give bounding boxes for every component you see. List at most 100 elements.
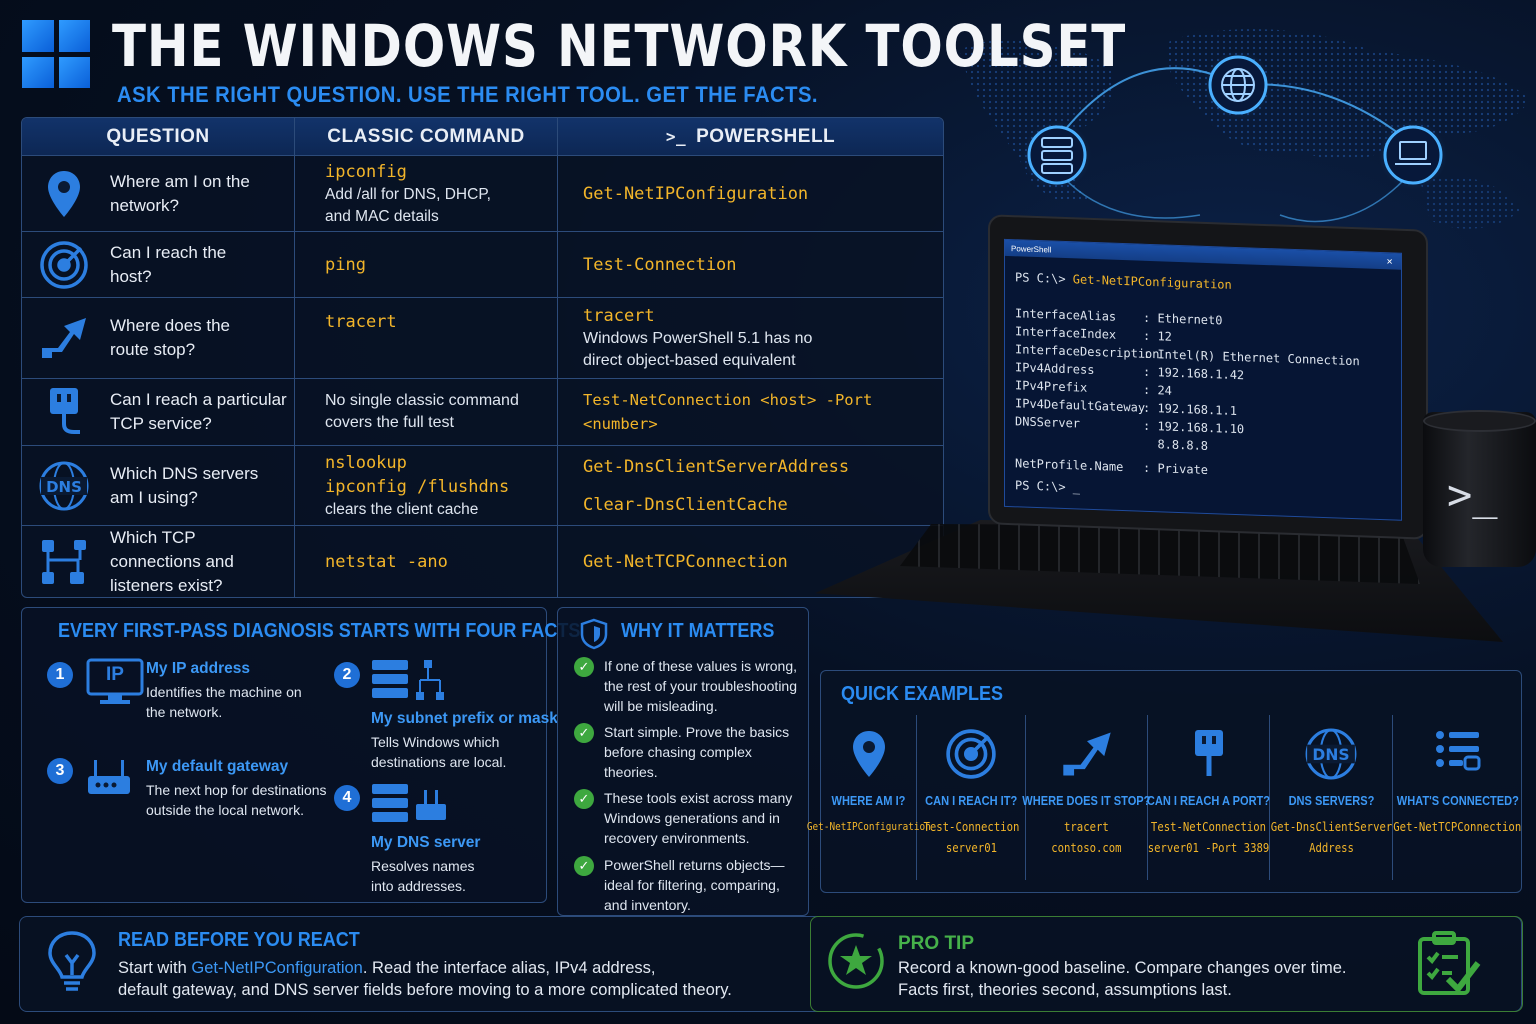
dns-globe-icon: DNS: [38, 460, 90, 512]
network-port-icon: [38, 386, 90, 438]
powershell-prompt-icon: >_: [665, 127, 687, 146]
fact-heading: My IP address: [146, 660, 250, 677]
laptop-icon: [1395, 141, 1431, 165]
table-row: Where am I on the network? ipconfig Add …: [22, 156, 943, 232]
powershell-command: Test-NetConnection <host> -Port <number>: [583, 391, 873, 433]
pro-tip-text: Record a known-good baseline. Compare ch…: [898, 959, 1347, 999]
fact-number-1: 1: [47, 662, 73, 688]
tool-table: QUESTION CLASSIC COMMAND >_POWERSHELL Wh…: [21, 117, 944, 598]
quick-examples-panel: QUICK EXAMPLES WHERE AM I? Get-NetIPConf…: [807, 670, 1522, 893]
why-item: ✓Start simple. Prove the basics before c…: [574, 722, 804, 782]
page-title: THE WINDOWS NETWORK TOOLSET: [112, 12, 1127, 80]
mug-rim: [1423, 410, 1536, 432]
question-text: Where am I on the network?: [110, 171, 250, 215]
fact-heading: My DNS server: [371, 834, 481, 851]
clipboard-check-icon: [1412, 929, 1482, 1004]
table-row: Which TCP connections and listeners exis…: [22, 526, 943, 597]
classic-command: ping: [325, 254, 366, 275]
quick-example-label: WHERE AM I?: [831, 793, 906, 808]
route-arrow-icon: [38, 312, 90, 364]
read-before-text: Start with Get-NetIPConfiguration. Read …: [118, 959, 732, 999]
read-before-title: READ BEFORE YOU REACT: [118, 929, 360, 951]
question-text: Which TCP connections and listeners exis…: [110, 528, 234, 595]
question-text: Can I reach the host?: [110, 242, 227, 286]
terminal-output-line: 8.8.8.8: [1143, 436, 1209, 454]
fact-number-3: 3: [47, 758, 73, 784]
powershell-note: Windows PowerShell 5.1 has no direct obj…: [583, 330, 813, 369]
fact-description: The next hop for destinations outside th…: [146, 782, 327, 818]
bottom-banner: READ BEFORE YOU REACT Start with Get-Net…: [19, 916, 1523, 1012]
world-map-network-graphic: [960, 29, 1530, 229]
powershell-command: Get-NetTCPConnection: [583, 552, 788, 572]
fact-heading: My default gateway: [146, 758, 289, 775]
list-connections-icon: [1435, 719, 1481, 789]
table-row: Can I reach a particular TCP service? No…: [22, 379, 943, 446]
svg-text:DNS: DNS: [1312, 746, 1349, 764]
target-icon: [945, 719, 997, 789]
classic-command: ipconfig: [325, 161, 407, 182]
server-icon: [1041, 137, 1073, 174]
powershell-command: Get-DnsClientServerAddress: [583, 456, 850, 477]
terminal-titlebar: PowerShell✕: [1005, 239, 1401, 270]
fact-heading: My subnet prefix or mask: [371, 710, 558, 727]
why-item: ✓If one of these values is wrong, the re…: [574, 656, 804, 716]
svg-text:DNS: DNS: [46, 478, 82, 496]
why-title: WHY IT MATTERS: [621, 620, 775, 642]
fact-description: Tells Windows which destinations are loc…: [371, 734, 507, 770]
shield-icon: [580, 618, 608, 655]
quick-example-label: DNS SERVERS?: [1288, 793, 1374, 808]
fact-number-4: 4: [334, 785, 360, 811]
classic-note: No single classic command covers the ful…: [325, 392, 519, 431]
check-icon: ✓: [574, 856, 594, 876]
classic-note: clears the client cache: [325, 500, 479, 518]
quick-example: WHAT'S CONNECTED? Get-NetTCPConnection: [1393, 715, 1522, 880]
terminal-final-prompt: PS C:\> _: [1015, 478, 1081, 495]
header-question: QUESTION: [22, 118, 295, 155]
quick-example: WHERE AM I? Get-NetIPConfiguration: [807, 715, 930, 880]
pro-tip-box: [810, 916, 1523, 1012]
terminal-prompt-icon: >_: [1447, 470, 1498, 519]
powershell-command: Test-Connection: [583, 254, 737, 275]
fact-number-2: 2: [334, 662, 360, 688]
classic-command: tracert: [325, 312, 397, 332]
quick-example-command: Get-NetTCPConnection: [1393, 819, 1522, 834]
route-arrow-icon: [1059, 719, 1115, 789]
connections-icon: [38, 536, 90, 588]
why-it-matters-panel: WHY IT MATTERS ✓If one of these values i…: [557, 607, 809, 916]
router-icon: [86, 754, 132, 805]
table-row: Can I reach the host? ping Test-Connecti…: [22, 232, 943, 298]
terminal-prompt: PS C:\> Get-NetIPConfiguration: [1015, 270, 1232, 292]
fact-description: Identifies the machine on the network.: [146, 684, 302, 720]
location-pin-icon: [851, 719, 887, 789]
quick-example-command: Get-NetIPConfiguration: [806, 820, 931, 833]
header-powershell: >_POWERSHELL: [665, 125, 836, 147]
dns-globe-icon: DNS: [1304, 719, 1358, 789]
classic-command: netstat -ano: [325, 552, 448, 572]
four-facts-title: EVERY FIRST-PASS DIAGNOSIS STARTS WITH F…: [58, 620, 581, 642]
powershell-command: tracert: [583, 306, 655, 326]
pro-tip-title: PRO TIP: [898, 933, 975, 954]
table-row: Where does the route stop? tracert trace…: [22, 298, 943, 379]
lightbulb-icon: [46, 929, 98, 1000]
terminal-output-line: NetProfile.Name: Private: [1015, 456, 1209, 478]
windows-logo-icon: [22, 20, 90, 88]
check-icon: ✓: [574, 723, 594, 743]
question-text: Which DNS servers am I using?: [110, 463, 259, 507]
terminal-output-line: IPv4Prefix: 24: [1015, 378, 1172, 398]
check-icon: ✓: [574, 657, 594, 677]
globe-icon: [1221, 68, 1255, 102]
terminal-output-line: InterfaceIndex: 12: [1015, 324, 1172, 344]
quick-example-label: WHAT'S CONNECTED?: [1396, 793, 1519, 808]
check-icon: ✓: [574, 789, 594, 809]
why-item: ✓These tools exist across many Windows g…: [574, 788, 804, 848]
mug: [1423, 412, 1536, 567]
four-facts-panel: EVERY FIRST-PASS DIAGNOSIS STARTS WITH F…: [21, 607, 580, 903]
